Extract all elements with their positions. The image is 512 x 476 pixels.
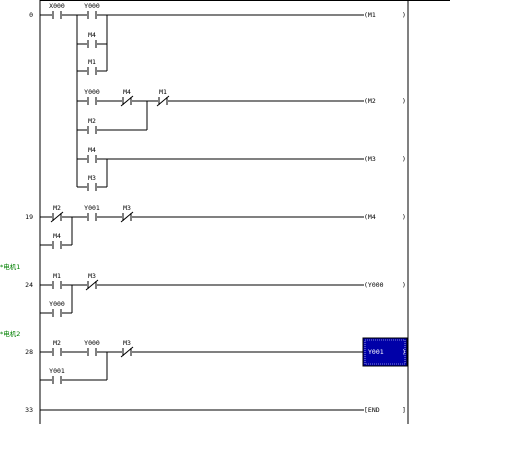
contact-m3-nc[interactable]: M3 <box>120 204 134 223</box>
contact-label: M4 <box>88 31 96 39</box>
contact-label: M3 <box>123 204 131 212</box>
contact-y000[interactable]: Y000 <box>84 2 100 19</box>
contact-label: Y000 <box>84 88 100 96</box>
comment-motor1: *电机1 <box>0 262 20 271</box>
contact-x000[interactable]: X000 <box>49 2 65 19</box>
end-label: [END <box>364 406 380 414</box>
end-instruction[interactable]: [END ] <box>364 406 406 414</box>
coil-end: ) <box>402 155 406 163</box>
contact-m3-nc-y[interactable]: M3 <box>85 272 99 291</box>
coil-end: ) <box>402 213 406 221</box>
contact-label: Y000 <box>49 300 65 308</box>
contact-m4-nc[interactable]: M4 <box>120 88 134 107</box>
coil-label: (M1 <box>364 11 376 19</box>
coil-m4[interactable]: (M4 ) <box>364 213 406 221</box>
contact-y000-b[interactable]: Y000 <box>84 88 100 105</box>
coil-end: ) <box>402 11 406 19</box>
coil-label: (M3 <box>364 155 376 163</box>
coil-m3[interactable]: (M3 ) <box>364 155 406 163</box>
contact-m1[interactable]: M1 <box>87 58 97 75</box>
contact-y000-hold[interactable]: Y000 <box>49 300 65 317</box>
contact-y001[interactable]: Y001 <box>84 204 100 221</box>
coil-label: (M4 <box>364 213 376 221</box>
contact-label: M4 <box>88 146 96 154</box>
contact-m4-c[interactable]: M4 <box>87 146 97 163</box>
contact-label: M3 <box>88 272 96 280</box>
contact-label: M2 <box>53 339 61 347</box>
coil-y001-selected[interactable]: Y001 ) <box>362 337 408 367</box>
contact-label: M2 <box>88 117 96 125</box>
coil-label: (Y000 <box>364 281 384 289</box>
contact-label: Y001 <box>84 204 100 212</box>
rung-24[interactable]: 24 M1 M3 Y000 (Y000 ) <box>25 272 406 317</box>
contact-m3-nc-z[interactable]: M3 <box>120 339 134 358</box>
contact-label: M4 <box>123 88 131 96</box>
step-number: 28 <box>25 348 33 356</box>
contact-label: M1 <box>88 58 96 66</box>
contact-m1-y[interactable]: M1 <box>52 272 62 289</box>
coil-end: ) <box>402 348 406 356</box>
contact-m4-hold[interactable]: M4 <box>52 232 62 249</box>
contact-label: M3 <box>88 174 96 182</box>
coil-m1[interactable]: (M1 ) <box>364 11 406 19</box>
coil-y000[interactable]: (Y000 ) <box>364 281 406 289</box>
selection-cursor <box>362 337 408 367</box>
step-number: 19 <box>25 213 33 221</box>
contact-m3[interactable]: M3 <box>87 174 97 191</box>
contact-label: M3 <box>123 339 131 347</box>
contact-m4[interactable]: M4 <box>87 31 97 48</box>
rung-19[interactable]: 19 M2 Y001 M3 M4 <box>25 204 406 249</box>
contact-label: X000 <box>49 2 65 10</box>
contact-m2[interactable]: M2 <box>87 117 97 134</box>
contact-m2-nc[interactable]: M2 <box>50 204 64 223</box>
rung-0[interactable]: 0 X000 Y000 M4 <box>29 2 406 191</box>
contact-y001-hold[interactable]: Y001 <box>49 367 65 384</box>
comment-motor2: *电机2 <box>0 329 20 338</box>
coil-m2[interactable]: (M2 ) <box>364 97 406 105</box>
contact-label: M4 <box>53 232 61 240</box>
coil-end: ) <box>402 97 406 105</box>
end-bracket: ] <box>402 406 406 414</box>
coil-end: ) <box>402 281 406 289</box>
selection-focus <box>364 339 406 365</box>
step-number: 24 <box>25 281 33 289</box>
coil-label: (M2 <box>364 97 376 105</box>
step-number: 33 <box>25 406 33 414</box>
contact-y000-z[interactable]: Y000 <box>84 339 100 356</box>
contact-m2-z[interactable]: M2 <box>52 339 62 356</box>
contact-label: M1 <box>53 272 61 280</box>
step-number: 0 <box>29 11 33 19</box>
contact-label: Y000 <box>84 339 100 347</box>
contact-label: Y000 <box>84 2 100 10</box>
contact-label: M1 <box>159 88 167 96</box>
rung-28[interactable]: 28 M2 Y000 M3 Y001 <box>25 337 408 384</box>
rung-33[interactable]: 33 [END ] <box>25 406 406 414</box>
contact-label: Y001 <box>49 367 65 375</box>
contact-label: M2 <box>53 204 61 212</box>
coil-label: Y001 <box>368 348 384 356</box>
contact-m1-nc[interactable]: M1 <box>156 88 170 107</box>
